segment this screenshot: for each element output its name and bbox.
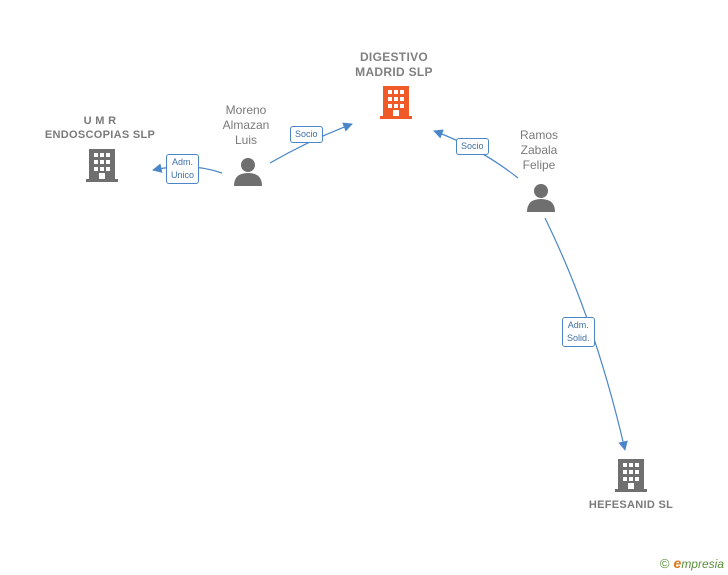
edge-label-socio: Socio bbox=[290, 126, 323, 143]
person-icon[interactable] bbox=[234, 158, 262, 186]
copyright-icon: © bbox=[659, 555, 670, 571]
edge-label-adm-solid: Adm. Solid. bbox=[562, 317, 595, 347]
person-icon[interactable] bbox=[527, 184, 555, 212]
person-label-moreno[interactable]: Moreno Almazan Luis bbox=[222, 103, 270, 147]
building-icon[interactable] bbox=[615, 459, 647, 492]
brand-logo: empresia bbox=[673, 555, 724, 571]
brand-footer: © empresia bbox=[660, 555, 724, 571]
edge-label-socio: Socio bbox=[456, 138, 489, 155]
building-icon[interactable] bbox=[86, 149, 118, 182]
company-label-hefesanid[interactable]: HEFESANID SL bbox=[588, 499, 674, 511]
person-label-ramos[interactable]: Ramos Zabala Felipe bbox=[519, 128, 558, 172]
company-label-umr[interactable]: U M R ENDOSCOPIAS SLP bbox=[44, 115, 156, 141]
edge-label-adm-unico: Adm. Unico bbox=[166, 154, 200, 184]
company-label-digestivo[interactable]: DIGESTIVO MADRID SLP bbox=[355, 50, 433, 79]
building-icon[interactable] bbox=[380, 86, 412, 119]
